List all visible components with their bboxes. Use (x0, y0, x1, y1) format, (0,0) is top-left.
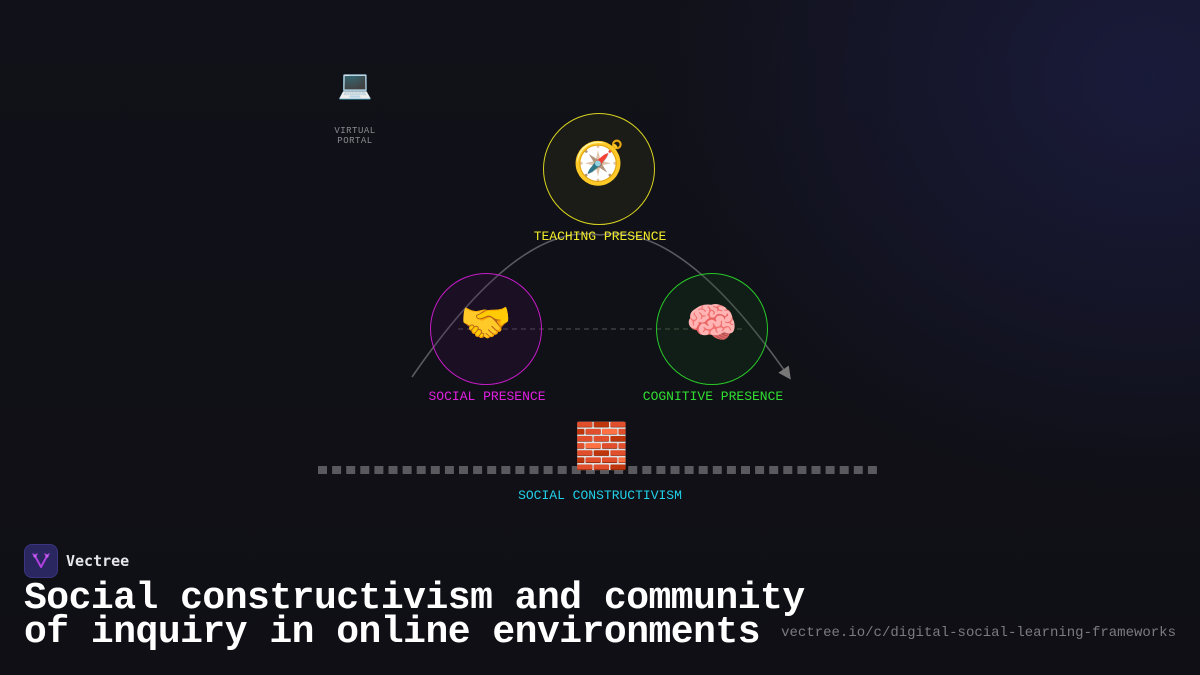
brand: Vectree (24, 544, 129, 578)
cognitive-presence-label: COGNITIVE PRESENCE (642, 389, 784, 404)
teaching-presence-node: 🧭 (543, 113, 655, 225)
virtual-portal: 💻 VIRTUAL PORTAL (315, 70, 395, 146)
source-url: vectree.io/c/digital-social-learning-fra… (781, 625, 1176, 641)
cognitive-presence-node: 🧠 (656, 273, 768, 385)
social-constructivism-label: SOCIAL CONSTRUCTIVISM (518, 488, 682, 503)
social-presence-label: SOCIAL PRESENCE (428, 389, 546, 404)
teaching-presence-label: TEACHING PRESENCE (533, 229, 667, 244)
title-line-1: Social constructivism and community (24, 577, 805, 620)
social-presence-node: 🤝 (430, 273, 542, 385)
brick-icon: 🧱 (574, 425, 629, 475)
portal-label: VIRTUAL PORTAL (334, 126, 376, 146)
title-line-2: of inquiry in online environments (24, 611, 761, 654)
brain-icon: 🧠 (685, 302, 739, 350)
compass-icon: 🧭 (572, 142, 626, 190)
vectree-logo-icon (24, 544, 58, 578)
brand-name: Vectree (66, 552, 130, 570)
handshake-icon: 🤝 (459, 302, 513, 350)
page-title: Social constructivism and community of i… (24, 577, 844, 654)
laptop-icon: 💻 (337, 72, 373, 103)
